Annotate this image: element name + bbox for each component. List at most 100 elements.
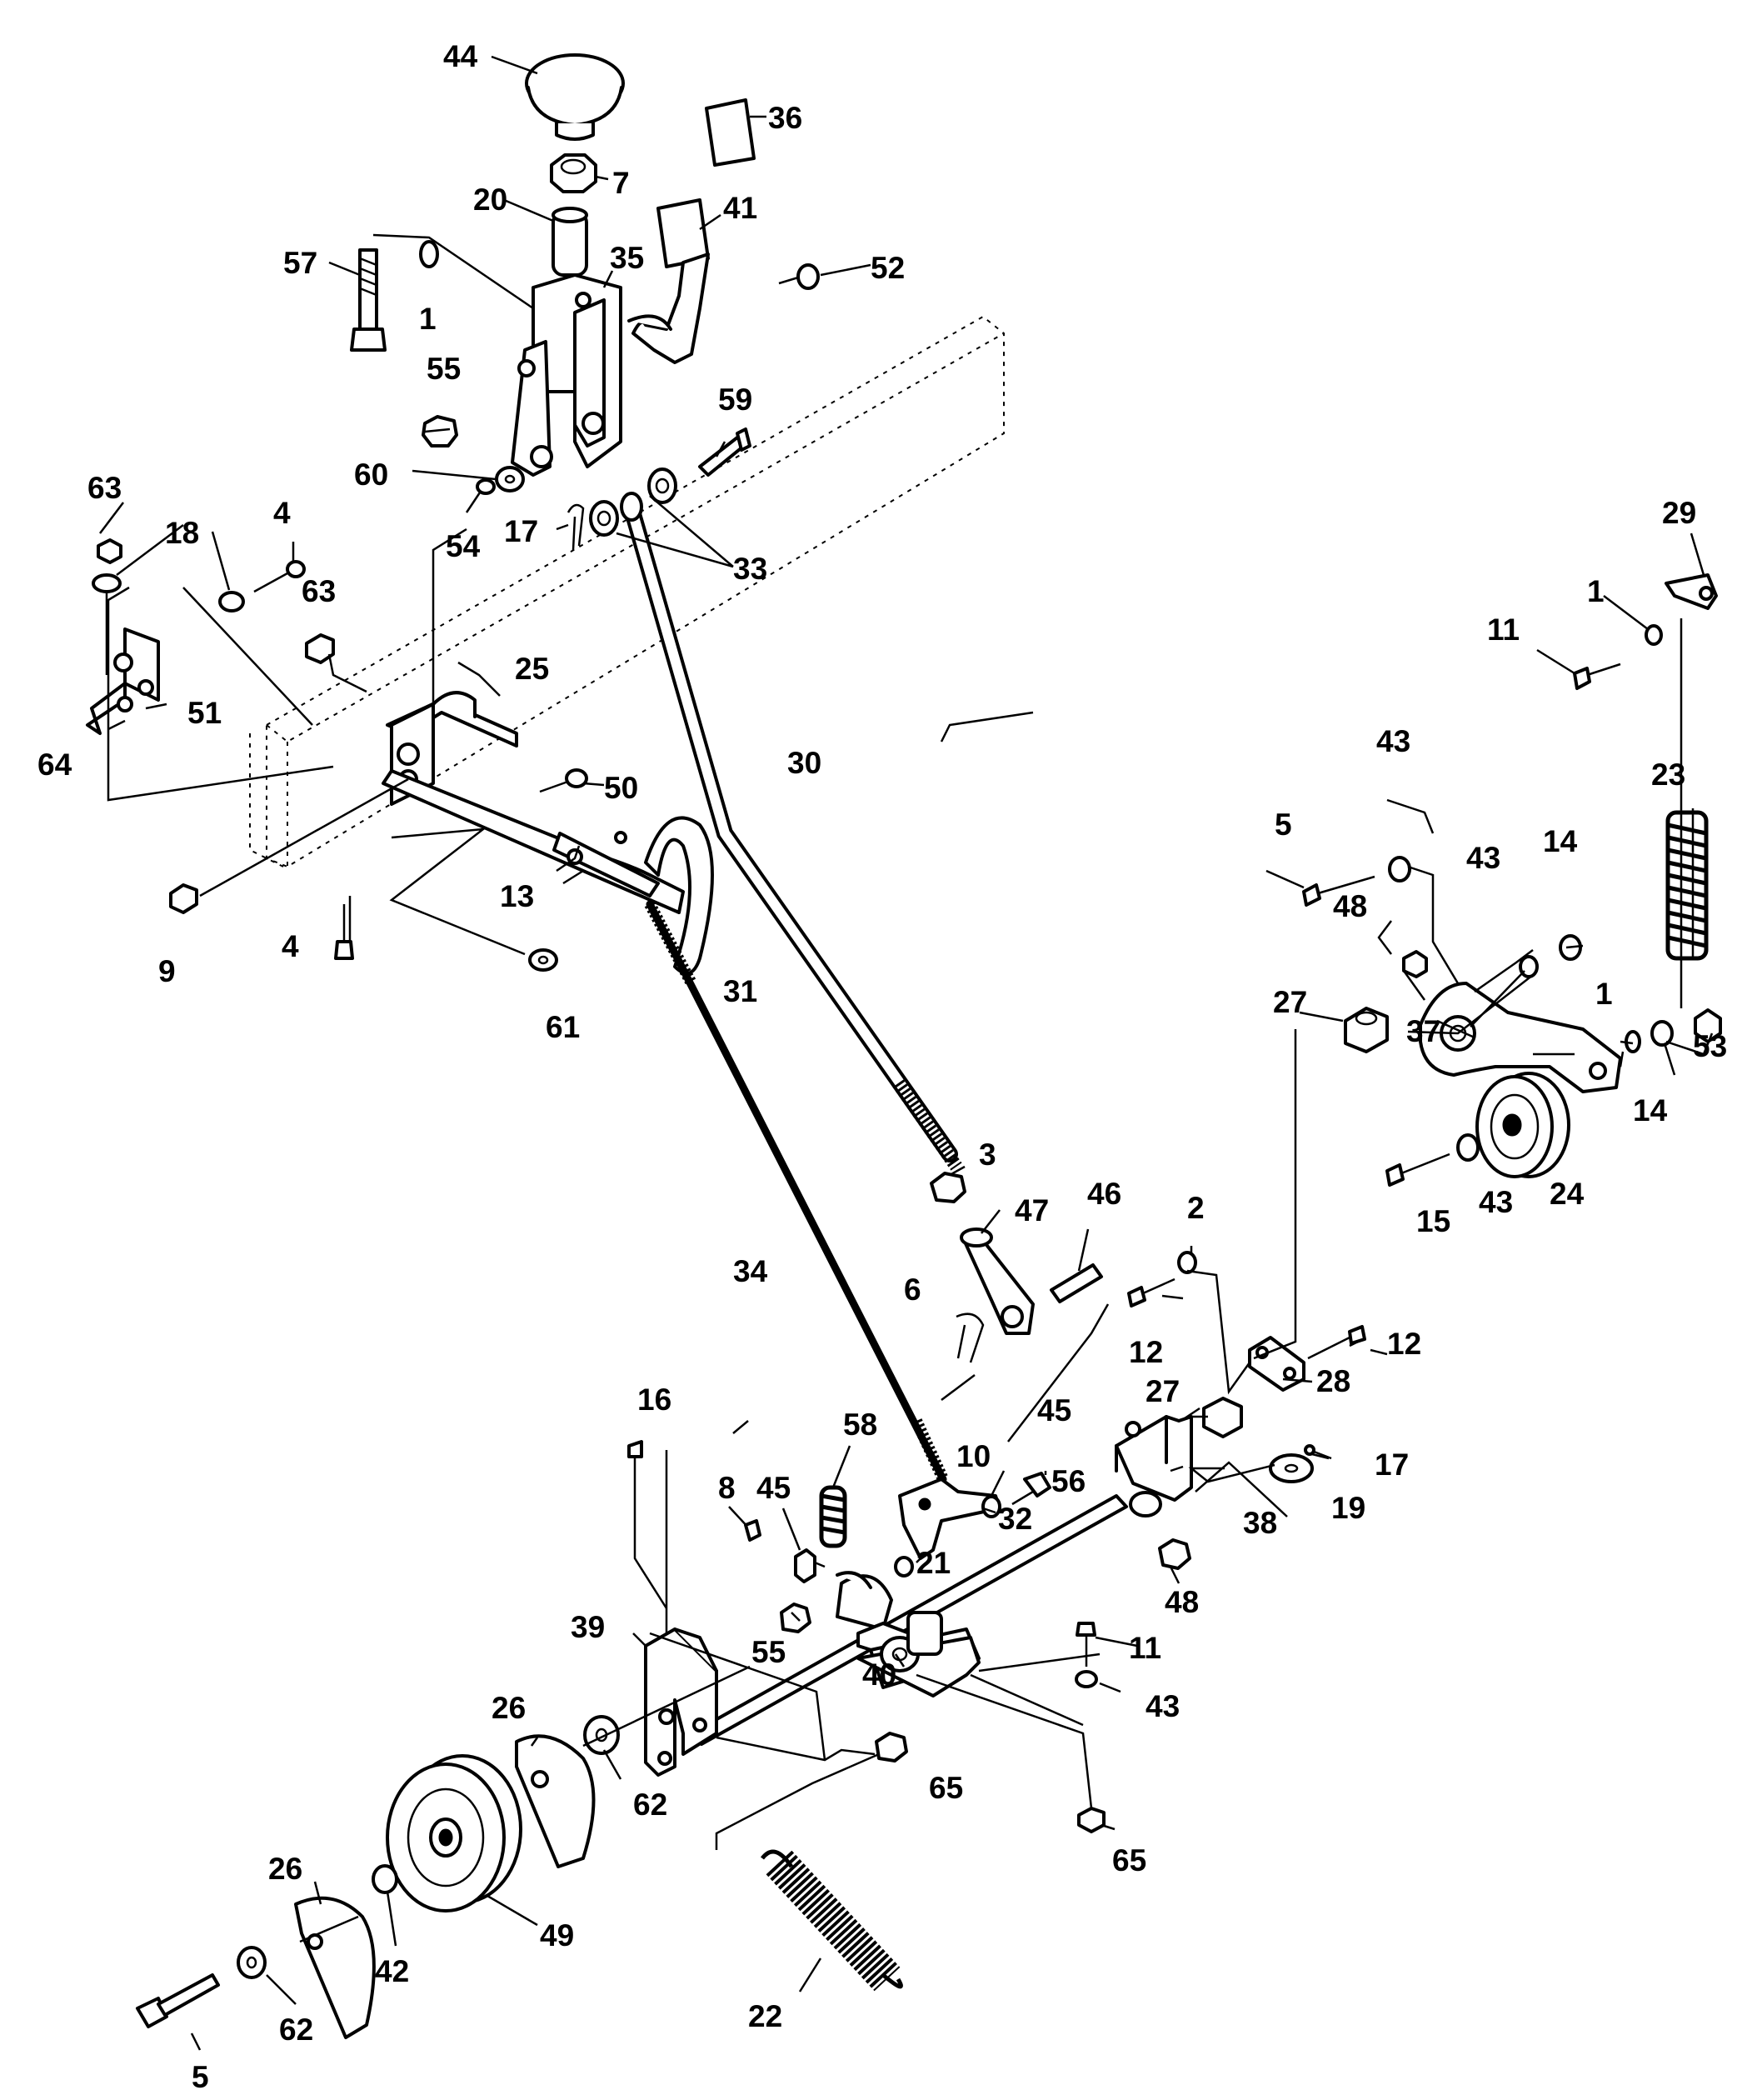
callout-27: 27 (1273, 985, 1307, 1019)
callout-4: 4 (273, 496, 291, 530)
callout-31: 31 (723, 974, 757, 1008)
nut (1077, 1807, 1106, 1833)
brake-rod (644, 900, 949, 1483)
callout-62: 62 (633, 1788, 667, 1822)
callout-12: 12 (1387, 1327, 1421, 1361)
callout-26: 26 (268, 1852, 302, 1886)
brake-drum-pulley (386, 1754, 522, 1912)
spacer (1344, 1007, 1389, 1053)
knob (525, 53, 625, 141)
clevis-pin (1050, 1263, 1103, 1303)
callout-1: 1 (1587, 574, 1605, 608)
callout-8: 8 (718, 1471, 736, 1505)
callout-24: 24 (1550, 1177, 1585, 1211)
callout-46: 46 (1087, 1177, 1121, 1211)
callout-47: 47 (1015, 1193, 1049, 1228)
callout-7: 7 (612, 166, 630, 200)
bolt (350, 248, 387, 352)
spring (1665, 618, 1709, 1008)
flange-nut (422, 415, 458, 448)
bolt (1127, 1251, 1197, 1308)
brake-lever (898, 1478, 1001, 1560)
washer (583, 1715, 620, 1755)
bolt (334, 904, 354, 960)
bolt (1385, 1133, 1480, 1187)
callout-14: 14 (1633, 1093, 1668, 1128)
callout-45: 45 (1037, 1393, 1071, 1428)
pedal-arm (627, 198, 710, 364)
callout-9: 9 (158, 954, 176, 988)
callout-12: 12 (1129, 1335, 1163, 1369)
bolt (539, 768, 588, 793)
callout-61: 61 (546, 1010, 580, 1044)
callout-13: 13 (500, 879, 534, 913)
callout-42: 42 (375, 1954, 409, 1988)
callout-52: 52 (871, 251, 905, 285)
callout-26: 26 (492, 1691, 526, 1725)
callout-60: 60 (354, 458, 388, 492)
washer (981, 1495, 1001, 1518)
pedal-bracket (644, 1628, 718, 1777)
shift-rod (620, 492, 962, 1171)
callout-49: 49 (540, 1918, 574, 1952)
callout-28: 28 (1316, 1364, 1350, 1398)
hex-nut (550, 153, 597, 193)
cotter-pins (556, 845, 584, 885)
callout-65: 65 (929, 1771, 963, 1805)
bolt (1573, 624, 1663, 690)
hex-nut (930, 1172, 966, 1203)
callout-21: 21 (916, 1546, 951, 1580)
callout-14: 14 (1543, 824, 1578, 858)
callout-41: 41 (723, 191, 757, 225)
callout-5: 5 (192, 2060, 209, 2094)
idler-arm (1419, 982, 1622, 1093)
bolt (1011, 1472, 1051, 1506)
callout-18: 18 (165, 516, 199, 550)
cotter-pin (567, 503, 585, 551)
callout-63: 63 (302, 574, 336, 608)
pivot-bracket (856, 1611, 981, 1698)
callout-29: 29 (1662, 496, 1696, 530)
spacer-sleeve (552, 207, 588, 277)
bushings (589, 468, 677, 537)
idler-pulley (1475, 1072, 1570, 1178)
callout-5: 5 (1275, 808, 1292, 842)
washer (894, 1556, 914, 1578)
callout-51: 51 (187, 696, 222, 730)
bolt (778, 263, 820, 290)
callout-19: 19 (1331, 1491, 1365, 1525)
pivot-bolt (698, 428, 751, 477)
callout-22: 22 (748, 1999, 782, 2033)
callout-55: 55 (751, 1635, 786, 1669)
decal (705, 98, 756, 167)
callout-32: 32 (998, 1502, 1032, 1536)
bolt (627, 1440, 668, 1609)
spring (819, 1485, 847, 1548)
callout-63: 63 (87, 471, 122, 505)
callout-11: 11 (1487, 612, 1520, 647)
callout-43: 43 (1146, 1689, 1180, 1723)
hardware (1625, 1008, 1722, 1053)
nut (169, 883, 198, 914)
callout-4: 4 (282, 929, 299, 963)
clevis (960, 1228, 1035, 1335)
left-mount-hardware (86, 538, 335, 735)
callout-23: 23 (1651, 758, 1685, 792)
callout-59: 59 (718, 382, 752, 417)
cotter-pin (956, 1312, 985, 1363)
flat-washer (528, 948, 558, 972)
callout-62: 62 (279, 2012, 313, 2047)
spring (761, 1849, 903, 1992)
callout-33: 33 (733, 552, 767, 586)
callout-20: 20 (473, 182, 507, 217)
callout-44: 44 (443, 39, 478, 73)
callout-64: 64 (37, 748, 72, 782)
callout-16: 16 (637, 1382, 671, 1417)
callout-2: 2 (1187, 1191, 1205, 1225)
callout-56: 56 (1051, 1464, 1086, 1498)
adjuster (794, 1548, 826, 1583)
callout-35: 35 (610, 241, 644, 275)
callout-36: 36 (768, 101, 802, 135)
callout-57: 57 (283, 246, 317, 280)
